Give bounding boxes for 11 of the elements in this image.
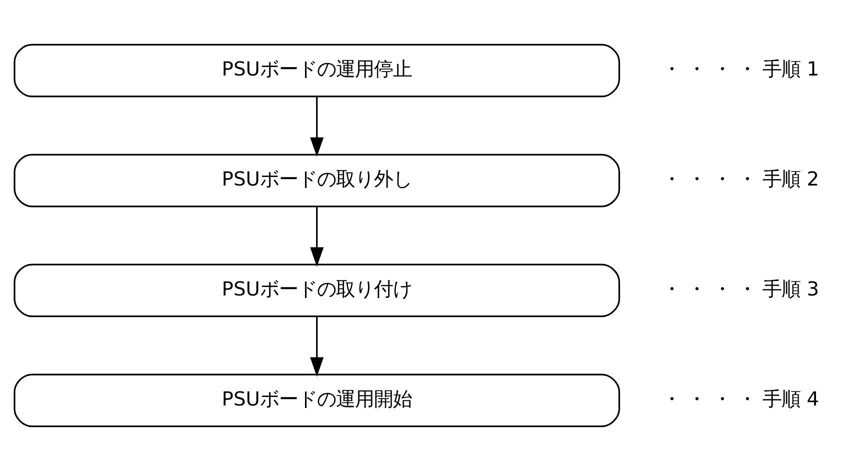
node-box: PSUボードの運用開始 [14, 373, 620, 427]
node-label: ・ ・ ・ ・ 手順 2 [662, 167, 820, 190]
node-box: PSUボードの運用停止 [14, 43, 620, 97]
node-box: PSUボードの取り付け [14, 263, 620, 317]
arrow [310, 206, 324, 266]
arrow [310, 96, 324, 156]
node-label: ・ ・ ・ ・ 手順 3 [662, 276, 820, 300]
node-label: ・ ・ ・ ・ 手順 4 [662, 386, 820, 410]
node-box: PSUボードの取り外し [14, 153, 620, 207]
node-label: ・ ・ ・ ・ 手順 1 [662, 57, 820, 80]
arrow [310, 316, 324, 376]
